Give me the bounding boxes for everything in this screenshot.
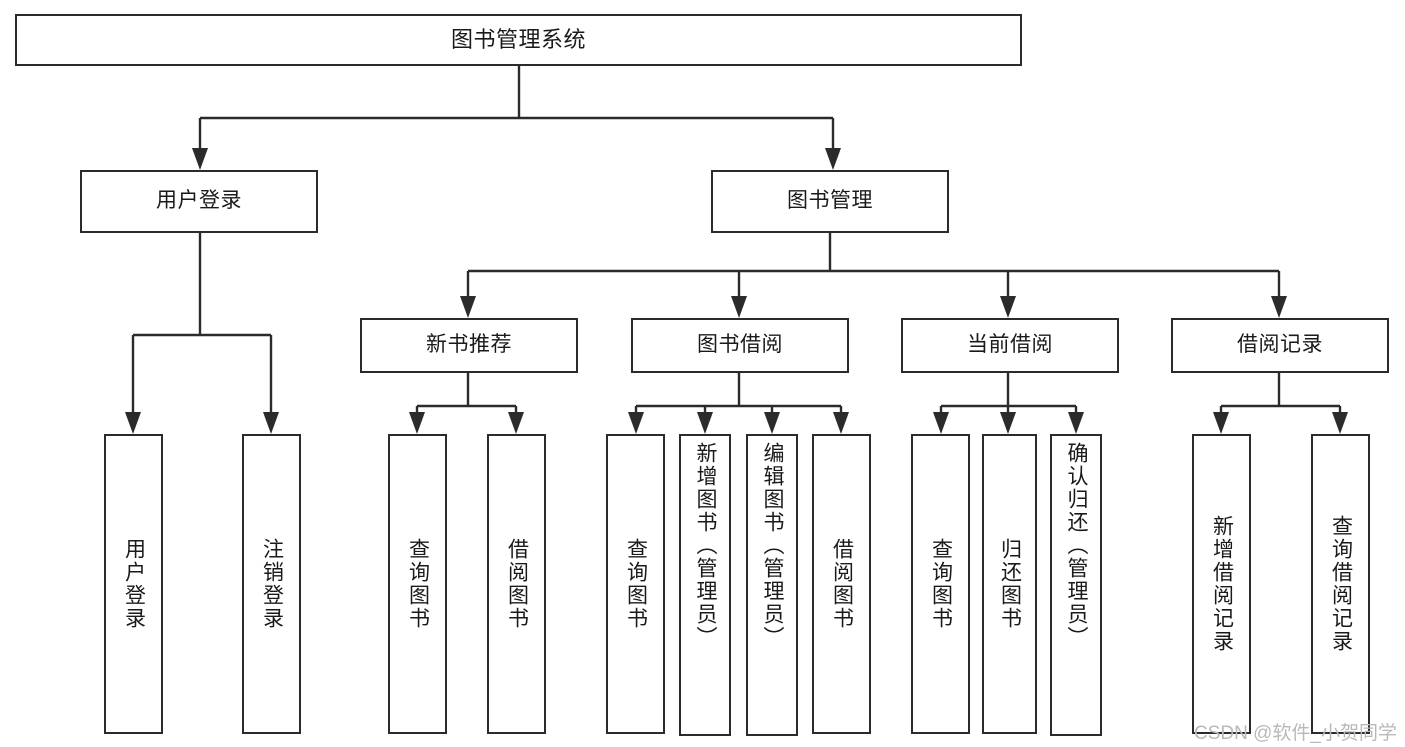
node-label: 查询图书 xyxy=(929,538,953,630)
node-leaf-edit-book-admin[interactable]: 编辑图书（管理员） xyxy=(746,434,798,736)
node-leaf-query-book-recommend[interactable]: 查询图书 xyxy=(388,434,447,734)
node-leaf-user-logout[interactable]: 注销登录 xyxy=(242,434,301,734)
node-label: 确认归还（管理员） xyxy=(1065,442,1089,649)
node-leaf-query-book-current[interactable]: 查询图书 xyxy=(911,434,970,734)
node-leaf-confirm-return-admin[interactable]: 确认归还（管理员） xyxy=(1050,434,1102,736)
node-label: 当前借阅 xyxy=(967,333,1053,357)
node-label: 图书管理 xyxy=(787,189,873,213)
node-label: 新增借阅记录 xyxy=(1210,515,1234,653)
connector-borrowrecord-to-leaves xyxy=(1213,373,1348,434)
node-label: 查询图书 xyxy=(624,538,648,630)
node-label: 用户登录 xyxy=(156,189,242,213)
node-label: 借阅图书 xyxy=(505,538,529,630)
node-leaf-user-login[interactable]: 用户登录 xyxy=(104,434,163,734)
connector-currentborrow-to-leaves xyxy=(933,373,1084,434)
node-leaf-query-borrow-record[interactable]: 查询借阅记录 xyxy=(1311,434,1370,734)
node-current-borrow[interactable]: 当前借阅 xyxy=(901,318,1119,373)
node-root-book-management-system[interactable]: 图书管理系统 xyxy=(15,14,1022,66)
node-leaf-borrow-book-borrow[interactable]: 借阅图书 xyxy=(812,434,871,734)
node-label: 图书借阅 xyxy=(697,333,783,357)
node-label: 查询图书 xyxy=(406,538,430,630)
node-user-login[interactable]: 用户登录 xyxy=(80,170,318,233)
node-label: 新书推荐 xyxy=(426,333,512,357)
node-leaf-add-borrow-record[interactable]: 新增借阅记录 xyxy=(1192,434,1251,734)
connector-userlogin-to-leaves xyxy=(125,233,279,434)
node-label: 编辑图书（管理员） xyxy=(761,442,785,649)
node-book-borrow[interactable]: 图书借阅 xyxy=(631,318,849,373)
node-label: 新增图书（管理员） xyxy=(694,442,718,649)
node-label: 查询借阅记录 xyxy=(1329,515,1353,653)
node-label: 归还图书 xyxy=(998,538,1022,630)
connector-root-to-level1 xyxy=(192,66,841,170)
node-leaf-borrow-book-recommend[interactable]: 借阅图书 xyxy=(487,434,546,734)
node-leaf-add-book-admin[interactable]: 新增图书（管理员） xyxy=(679,434,731,736)
connector-bookmanage-to-level2 xyxy=(460,233,1287,318)
node-leaf-return-book[interactable]: 归还图书 xyxy=(982,434,1037,734)
node-borrow-record[interactable]: 借阅记录 xyxy=(1171,318,1389,373)
node-leaf-query-book-borrow[interactable]: 查询图书 xyxy=(606,434,665,734)
node-label: 用户登录 xyxy=(122,538,146,630)
node-label: 注销登录 xyxy=(260,538,284,630)
node-label: 图书管理系统 xyxy=(450,27,586,53)
connector-bookborrow-to-leaves xyxy=(628,373,849,434)
node-new-book-recommend[interactable]: 新书推荐 xyxy=(360,318,578,373)
watermark-text: CSDN @软件_小贺同学 xyxy=(1194,723,1397,744)
node-label: 借阅图书 xyxy=(830,538,854,630)
connector-newbook-to-leaves xyxy=(409,373,524,434)
node-label: 借阅记录 xyxy=(1237,333,1323,357)
node-book-manage[interactable]: 图书管理 xyxy=(711,170,949,233)
